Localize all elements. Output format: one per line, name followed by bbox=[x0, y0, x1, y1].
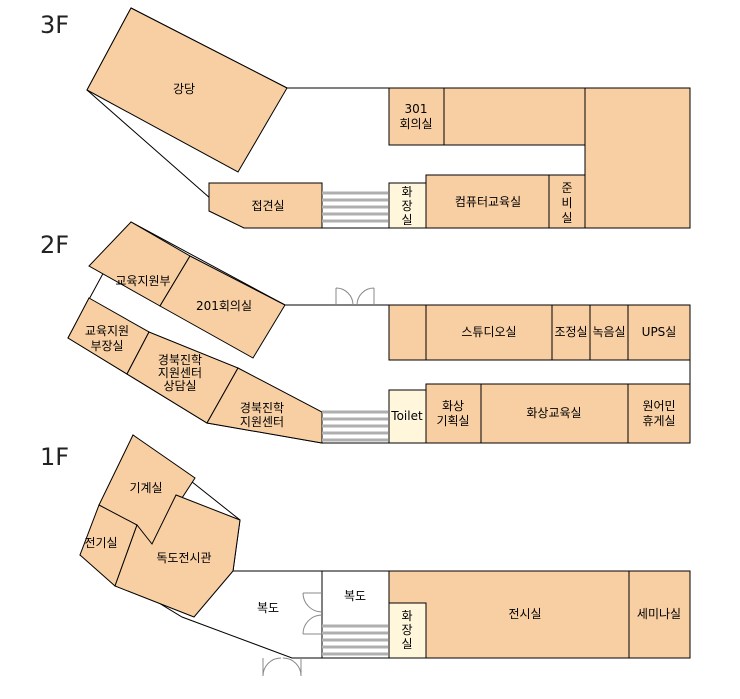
room-recording-label: 녹음실 bbox=[592, 325, 625, 339]
room-lounge[interactable] bbox=[627, 383, 691, 444]
room-lounge-label-2: 휴게실 bbox=[642, 414, 675, 428]
stairs-2f bbox=[322, 410, 388, 442]
room-prep-label-1: 준 bbox=[561, 181, 572, 195]
floor-label-3f: 3F bbox=[40, 11, 69, 39]
corridor-left-label: 복도 bbox=[257, 601, 279, 615]
room-3f-unlabeled-b[interactable] bbox=[584, 87, 691, 229]
room-reception-label: 접견실 bbox=[251, 199, 284, 213]
room-studio-label: 스튜디오실 bbox=[461, 325, 516, 339]
room-auditorium[interactable] bbox=[86, 7, 288, 173]
room-ups[interactable] bbox=[627, 304, 691, 361]
corridor-right-label: 복도 bbox=[344, 589, 366, 603]
room-exhibition[interactable] bbox=[388, 570, 630, 659]
room-2f-unlabeled[interactable] bbox=[388, 304, 427, 361]
room-video-planning-label-1: 화상 bbox=[442, 399, 464, 413]
door-1f-bottom[interactable] bbox=[262, 657, 302, 677]
room-meeting-301-label-1: 301 bbox=[405, 102, 428, 116]
floor-3f: 강당 301 회의실 접견실 화 장 실 컴퓨터교육실 준 비 실 bbox=[86, 7, 691, 229]
room-recording[interactable] bbox=[589, 304, 629, 361]
floor-1f: 기계실 전기실 독도전시관 복도 복도 전시실 화 장 실 bbox=[79, 434, 691, 677]
room-restroom-3f[interactable] bbox=[388, 182, 427, 229]
room-electric-label: 전기실 bbox=[84, 536, 117, 550]
room-restroom-1f[interactable] bbox=[388, 602, 427, 659]
room-education-dept-label: 교육지원부 bbox=[115, 274, 170, 288]
stairs-3f bbox=[322, 191, 388, 223]
room-control-label: 조정실 bbox=[554, 325, 587, 339]
room-dokdo[interactable] bbox=[114, 494, 241, 618]
room-lounge-label-1: 원어민 bbox=[642, 399, 675, 413]
room-ups-label: UPS실 bbox=[642, 325, 677, 339]
room-restroom-1f-label-3: 실 bbox=[401, 637, 412, 651]
room-prep-label-2: 비 bbox=[561, 196, 572, 210]
room-exhibition-label: 전시실 bbox=[508, 607, 541, 621]
room-control[interactable] bbox=[551, 304, 591, 361]
room-restroom-1f-label-1: 화 bbox=[401, 609, 412, 623]
room-support-center-label-2: 지원센터 bbox=[240, 415, 284, 429]
room-video-planning-label-2: 기획실 bbox=[436, 414, 469, 428]
room-counsel-label-2: 지원센터 bbox=[158, 366, 202, 380]
floor-2f: 교육지원부 201회의실 교육지원 부장실 경북진학 지원센터 상담실 경북진학… bbox=[67, 221, 691, 444]
room-dokdo-label: 독도전시관 bbox=[156, 551, 211, 565]
room-meeting-201-label: 201회의실 bbox=[196, 299, 252, 313]
room-3f-unlabeled-a[interactable] bbox=[443, 87, 586, 146]
room-meeting-201[interactable] bbox=[159, 255, 286, 359]
floor-label-1f: 1F bbox=[40, 443, 69, 471]
room-prep-label-3: 실 bbox=[561, 211, 572, 225]
stairs-1f bbox=[322, 624, 388, 656]
room-restroom-3f-label-3: 실 bbox=[401, 213, 412, 227]
room-restroom-3f-label-2: 장 bbox=[401, 199, 412, 213]
room-edu-deputy-label-1: 교육지원 bbox=[85, 324, 129, 338]
room-seminar-label: 세미나실 bbox=[637, 607, 681, 621]
door-2f[interactable] bbox=[335, 287, 375, 306]
room-restroom-3f-label-1: 화 bbox=[401, 185, 412, 199]
room-machine-label: 기계실 bbox=[129, 481, 162, 495]
room-computer-classroom-label: 컴퓨터교육실 bbox=[455, 195, 521, 209]
room-counsel-label-3: 상담실 bbox=[163, 379, 196, 393]
room-seminar[interactable] bbox=[628, 570, 691, 659]
room-video-classroom-label: 화상교육실 bbox=[526, 406, 581, 420]
door-1f-side[interactable] bbox=[302, 592, 323, 635]
room-support-center[interactable] bbox=[206, 367, 323, 444]
room-edu-deputy-label-2: 부장실 bbox=[90, 339, 123, 353]
room-reception[interactable] bbox=[208, 182, 323, 229]
room-prep[interactable] bbox=[548, 174, 586, 229]
room-auditorium-label: 강당 bbox=[173, 82, 195, 96]
room-meeting-301[interactable] bbox=[388, 87, 445, 146]
floor-label-2f: 2F bbox=[40, 231, 69, 259]
room-counsel-label-1: 경북진학 bbox=[158, 353, 202, 367]
room-computer-classroom[interactable] bbox=[425, 174, 550, 229]
room-restroom-1f-label-2: 장 bbox=[401, 623, 412, 637]
room-toilet-2f-label: Toilet bbox=[390, 409, 423, 423]
room-support-center-label-1: 경북진학 bbox=[240, 401, 284, 415]
room-meeting-301-label-2: 회의실 bbox=[399, 117, 432, 131]
